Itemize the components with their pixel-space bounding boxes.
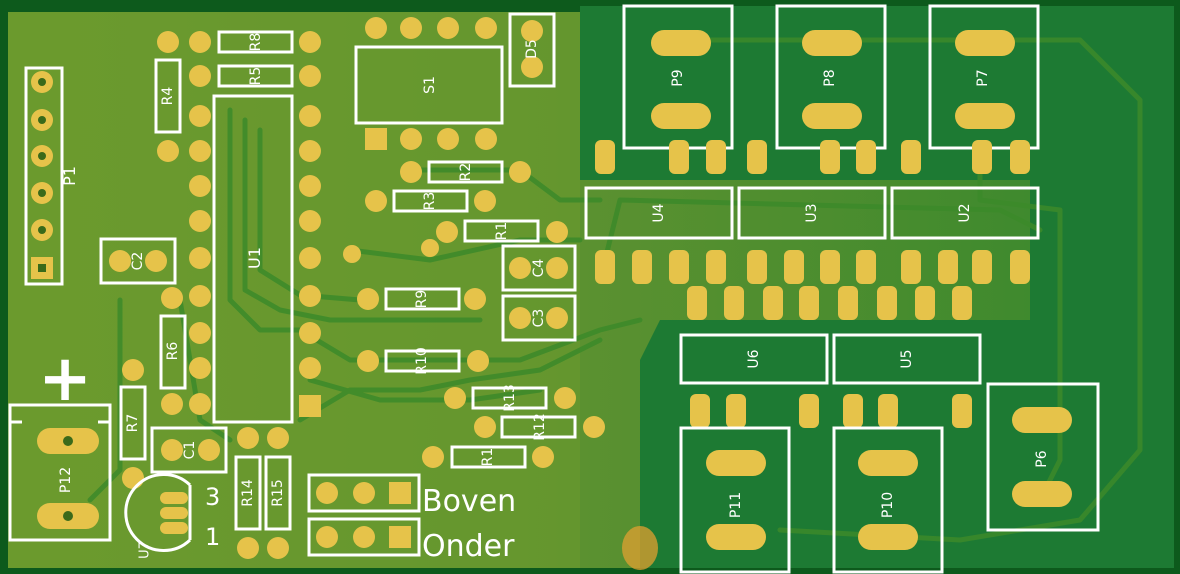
r12-label: R12 xyxy=(532,413,548,441)
r14-resistor: R14 xyxy=(234,427,262,559)
c1-capacitor: C1 xyxy=(150,426,228,474)
u3-label: U3 xyxy=(804,203,820,222)
c3-capacitor: C3 xyxy=(501,294,577,342)
r14-label: R14 xyxy=(240,479,256,507)
r4-label: R4 xyxy=(160,87,176,106)
r10-label: R10 xyxy=(414,347,430,375)
onder-label: Onder xyxy=(422,529,515,564)
p9-label: P9 xyxy=(670,69,686,86)
p12-label: P12 xyxy=(58,467,74,493)
u7-pin3-label: 3 xyxy=(205,483,220,511)
r6-label: R6 xyxy=(165,342,181,361)
u1-label: U1 xyxy=(245,247,264,269)
r13-label: R13 xyxy=(502,384,518,412)
smd-pads-top xyxy=(595,140,1030,174)
u3-chip: U3 xyxy=(737,186,887,240)
r9-resistor: R9 xyxy=(357,287,486,311)
r5-resistor: R5 xyxy=(189,64,294,88)
p6-potentiometer: P6 xyxy=(986,382,1100,532)
p1-connector: P1 xyxy=(24,66,79,286)
p12-connector: P12 + xyxy=(8,342,112,542)
c2-capacitor: C2 xyxy=(99,237,177,285)
smd-pads-middle xyxy=(595,250,1030,320)
u6-label: U6 xyxy=(746,349,762,368)
r4-resistor: R4 xyxy=(154,58,182,162)
traces xyxy=(87,37,1143,543)
c1-label: C1 xyxy=(182,441,198,460)
u2-label: U2 xyxy=(957,203,973,222)
p7-label: P7 xyxy=(975,69,991,86)
p8-label: P8 xyxy=(822,69,838,86)
r2-label: R2 xyxy=(458,163,474,182)
p10-label: P10 xyxy=(880,492,896,518)
u7-label: U7 xyxy=(138,541,153,559)
u5-chip: U5 xyxy=(832,333,982,385)
boven-header: Boven xyxy=(307,473,516,519)
r1-resistor-bottom: R1 xyxy=(422,445,554,469)
plus-sign: + xyxy=(38,342,92,416)
r5-label: R5 xyxy=(248,67,264,86)
p11-label: P11 xyxy=(728,492,744,518)
p6-label: P6 xyxy=(1034,450,1050,467)
smd-pads-lower xyxy=(690,394,972,428)
r6-resistor: R6 xyxy=(159,287,187,415)
c4-label: C4 xyxy=(531,259,547,278)
s1-switch: S1 xyxy=(354,17,504,150)
r1-top-label: R1 xyxy=(494,222,510,241)
led-glow xyxy=(622,526,658,570)
r15-label: R15 xyxy=(270,479,286,507)
boven-label: Boven xyxy=(422,484,516,519)
r1-bottom-label: R1 xyxy=(480,448,496,467)
u7-pin1-label: 1 xyxy=(205,523,220,551)
c3-label: C3 xyxy=(531,309,547,328)
r10-resistor: R10 xyxy=(357,347,489,375)
s1-label: S1 xyxy=(422,76,438,94)
c4-capacitor: C4 xyxy=(501,244,577,292)
r7-resistor: R7 xyxy=(119,359,147,489)
r8-resistor: R8 xyxy=(157,30,321,54)
p7-potentiometer: P7 xyxy=(928,4,1040,150)
r3-label: R3 xyxy=(422,192,438,211)
r8-label: R8 xyxy=(248,33,264,52)
r15-resistor: R15 xyxy=(264,427,292,559)
u2-chip: U2 xyxy=(890,186,1040,240)
p11-potentiometer: P11 xyxy=(679,426,791,574)
u6-chip: U6 xyxy=(679,333,829,385)
r9-label: R9 xyxy=(414,290,430,309)
d5-label: D5 xyxy=(524,39,540,59)
p10-potentiometer: P10 xyxy=(832,426,944,574)
r1-resistor-top: R1 xyxy=(343,219,568,263)
onder-header: Onder xyxy=(307,517,515,564)
r13-resistor: R13 xyxy=(444,384,576,412)
u4-label: U4 xyxy=(651,203,667,222)
r7-label: R7 xyxy=(125,414,141,433)
u7-regulator: U7 3 1 xyxy=(124,473,220,559)
u5-label: U5 xyxy=(899,349,915,368)
c2-label: C2 xyxy=(130,252,146,271)
u4-chip: U4 xyxy=(584,186,734,240)
r2-resistor: R2 xyxy=(400,160,531,184)
r12-resistor: R12 xyxy=(474,413,605,441)
p1-label: P1 xyxy=(60,166,79,186)
r3-resistor: R3 xyxy=(365,189,496,213)
u1-chip: U1 xyxy=(189,65,321,424)
d5-diode: D5 xyxy=(508,12,556,88)
